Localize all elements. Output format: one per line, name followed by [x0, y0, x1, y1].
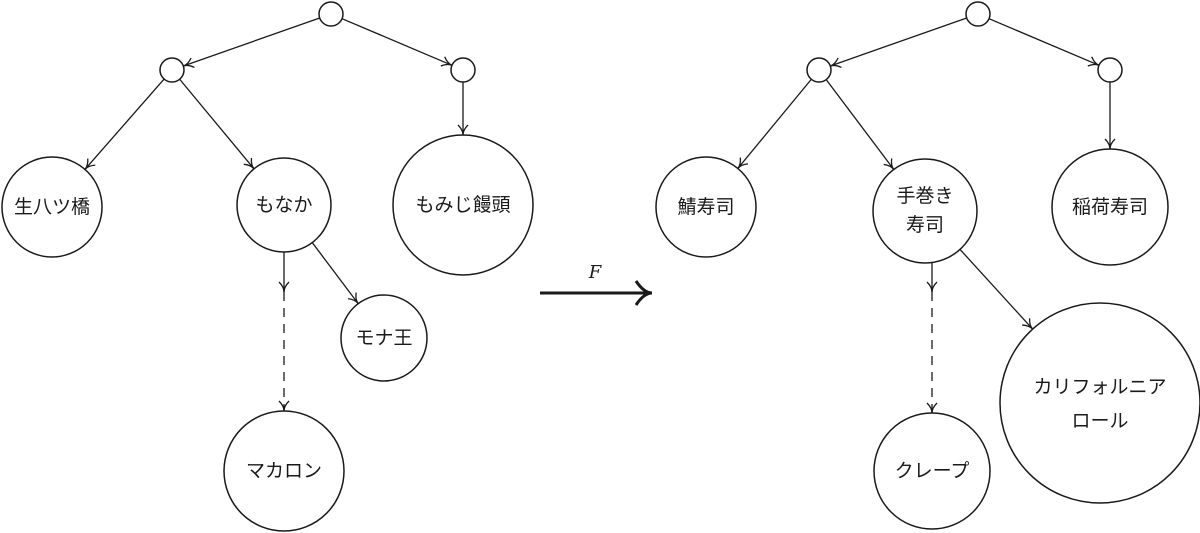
- leaf-node: [872, 158, 978, 264]
- left-inner-node: [159, 57, 185, 83]
- left-root-node: [318, 1, 344, 27]
- leaf-node: [873, 412, 991, 530]
- right-inner-node: [806, 57, 832, 83]
- mapping-label: F: [588, 262, 603, 283]
- leaf-label: 寿司: [906, 214, 944, 236]
- leaf-label: 鯖寿司: [677, 196, 734, 218]
- leaf-node: [1, 156, 103, 258]
- leaf-label: カリフォルニア: [1033, 376, 1166, 398]
- leaf-label: もみじ饅頭: [415, 194, 510, 216]
- right-root-node: [965, 1, 991, 27]
- leaf-label: 生八ツ橋: [14, 196, 90, 218]
- mapping-arrow: F: [540, 262, 653, 306]
- leaf-node: [223, 410, 345, 532]
- edge-arrow: [341, 18, 453, 67]
- leaf-label: クレープ: [895, 460, 970, 482]
- leaf-node: [340, 294, 428, 382]
- leaf-label: もなか: [255, 194, 312, 216]
- edge-arrow: [183, 17, 320, 68]
- leaf-label: 手巻き: [896, 185, 953, 207]
- leaf-node: [236, 157, 332, 253]
- edge-arrow: [959, 248, 1034, 330]
- edge-arrow: [311, 242, 359, 305]
- leaf-label: ロール: [1071, 410, 1128, 432]
- leaf-node: [655, 156, 757, 258]
- leaf-node: [1051, 148, 1169, 266]
- leaf-node: [999, 302, 1200, 504]
- edge-arrow: [988, 18, 1100, 67]
- edge-arrow: [84, 78, 165, 170]
- leaf-label: マカロン: [246, 460, 322, 482]
- leaf-label: 稲荷寿司: [1072, 196, 1148, 218]
- right-tree: 鯖寿司 手巻き 寿司 稲荷寿司 カリフォルニア ロール クレープ: [655, 1, 1200, 530]
- edge-arrow: [830, 17, 967, 68]
- edge-arrow: [179, 78, 255, 170]
- edge-arrow: [737, 78, 812, 169]
- left-inner-node: [450, 57, 476, 83]
- edge-arrow: [825, 79, 895, 170]
- leaf-label: モナ王: [355, 327, 412, 349]
- left-tree: 生八ツ橋 もなか もみじ饅頭 モナ王 マカロン: [1, 1, 534, 532]
- leaf-node: [392, 134, 534, 276]
- right-inner-node: [1097, 57, 1123, 83]
